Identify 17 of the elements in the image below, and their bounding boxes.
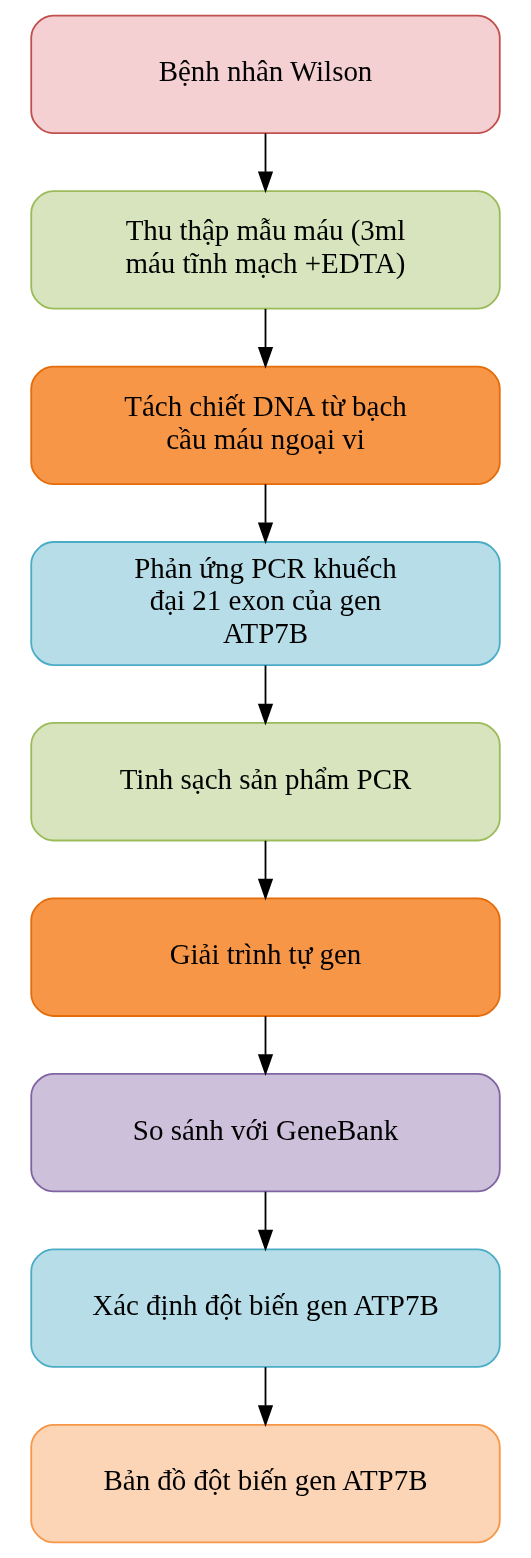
arrow: [257, 483, 274, 545]
arrow: [257, 1015, 274, 1077]
arrow: [257, 664, 274, 726]
node-box: Xác định đột biến gen ATP7B: [30, 1248, 501, 1368]
node-box: Tinh sạch sản phẩm PCR: [30, 722, 501, 842]
arrow: [257, 839, 274, 901]
arrow: [257, 308, 274, 369]
node-box: Bệnh nhân Wilson: [30, 14, 501, 135]
node-box: Tách chiết DNA từ bạch cầu máu ngoại vi: [30, 365, 501, 486]
node-box: Giải trình tự gen: [30, 897, 501, 1017]
arrow: [257, 1190, 274, 1252]
node-box: Phản ứng PCR khuếch đại 21 exon của gen ATP7B: [30, 541, 501, 666]
arrow: [257, 1366, 274, 1427]
node-box: Bản đồ đột biến gen ATP7B: [30, 1423, 501, 1544]
node-box: So sánh với GeneBank: [30, 1072, 501, 1193]
node-box: Thu thập mẫu máu (3ml máu tĩnh mạch +EDTA): [30, 190, 501, 310]
arrow: [257, 132, 274, 194]
